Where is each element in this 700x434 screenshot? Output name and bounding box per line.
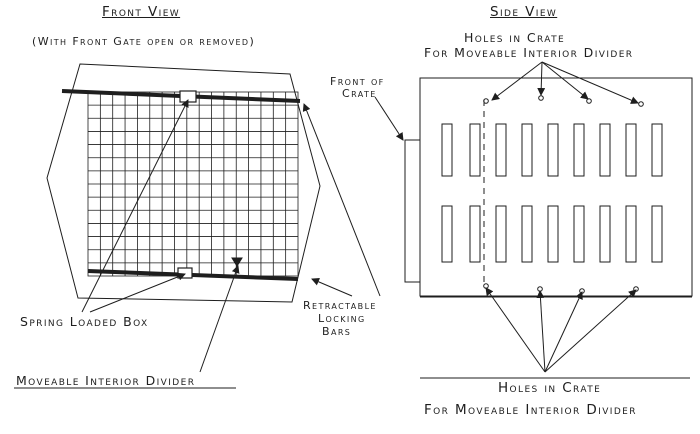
divider-hole-top [483, 98, 489, 104]
front-of-crate-line1: Front of [330, 75, 385, 88]
front-view-subtitle: (With Front Gate open or removed) [32, 35, 256, 48]
side-view-title: Side View [490, 4, 558, 20]
divider-hole-bottom [483, 283, 489, 289]
ventilation-slots [441, 123, 663, 263]
retract-arrow-top [302, 103, 381, 297]
divider-hole-bottom [537, 286, 543, 292]
vent-slot-bottom [547, 205, 559, 263]
vent-slot-bottom [441, 205, 453, 263]
moveable-divider-label: Moveable Interior Divider [16, 373, 196, 388]
locking-bar-bottom [87, 269, 299, 281]
retractable-line3: Bars [322, 325, 352, 338]
vent-slot-bottom [573, 205, 585, 263]
divider-holes [483, 95, 644, 294]
vent-slot-top [469, 123, 481, 177]
crate-front-plate [404, 139, 421, 283]
vent-slot-top [547, 123, 559, 177]
vent-slot-top [599, 123, 611, 177]
vent-slot-bottom [651, 205, 663, 263]
vent-slot-top [495, 123, 507, 177]
front-view-title: Front View [102, 4, 181, 20]
vent-slot-top [625, 123, 637, 177]
holes-bottom-line2: For Moveable Interior Divider [424, 402, 637, 418]
vent-slot-bottom [495, 205, 507, 263]
crate-side-body [419, 77, 693, 297]
wire-grid-panel [87, 91, 299, 277]
front-leaders [14, 99, 381, 389]
vent-slot-bottom [469, 205, 481, 263]
retractable-line1: Retractable [303, 299, 377, 312]
holes-top-line1: Holes in Crate [464, 30, 566, 45]
retractable-line2: Locking [318, 312, 366, 325]
spring-box-bottom [177, 267, 193, 279]
vent-slot-top [521, 123, 533, 177]
holes-top-line2: For Moveable Interior Divider [424, 45, 634, 60]
divider-hole-top [638, 101, 644, 107]
crate-outline-hexagon [46, 63, 321, 303]
divider-leader [199, 265, 240, 373]
front-of-crate-line2: Crate [342, 87, 377, 100]
vent-slot-top [573, 123, 585, 177]
spring-arrow-top [81, 99, 189, 313]
vent-slot-top [651, 123, 663, 177]
front-crate-arrow [374, 96, 404, 141]
side-leaders [374, 61, 692, 379]
spring-arrow-bottom [89, 272, 186, 313]
spring-loaded-box-label: Spring Loaded Box [20, 314, 149, 329]
divider-hole-top [586, 98, 592, 104]
vent-slot-bottom [521, 205, 533, 263]
retract-arrow-bottom [311, 278, 353, 297]
vent-slot-bottom [625, 205, 637, 263]
divider-hole-top [538, 95, 544, 101]
divider-marker [231, 257, 243, 267]
holes-bottom-line1: Holes in Crate [498, 380, 602, 396]
side-view [404, 77, 693, 297]
vent-slot-top [441, 123, 453, 177]
front-view [46, 63, 321, 303]
vent-slot-bottom [599, 205, 611, 263]
